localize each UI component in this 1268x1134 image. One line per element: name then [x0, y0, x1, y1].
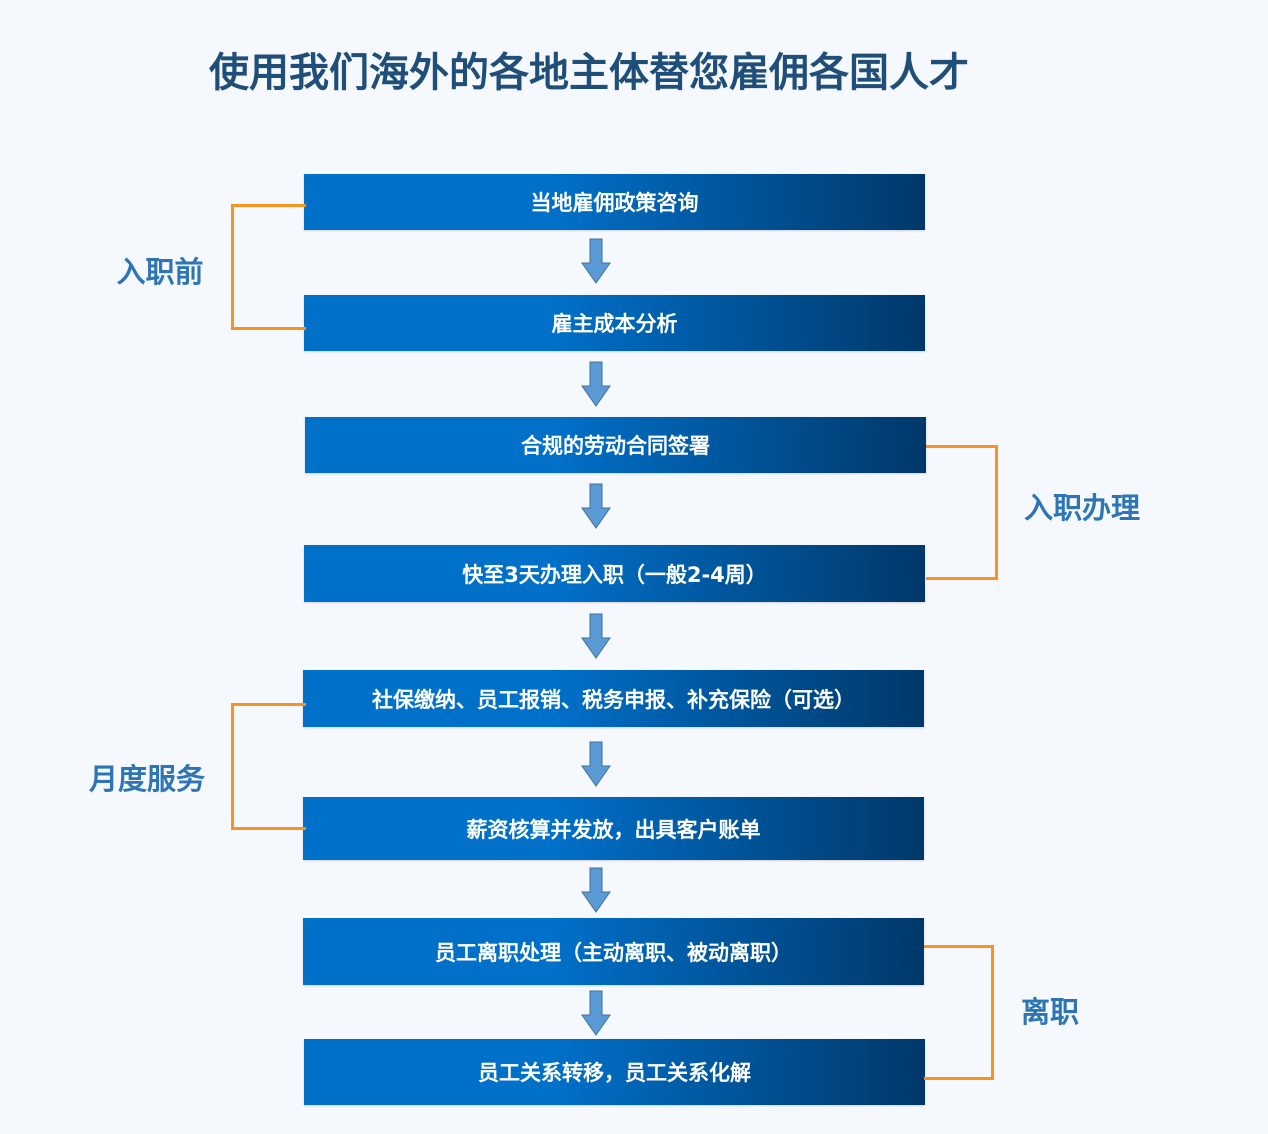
step-2: 雇主成本分析 [304, 295, 925, 351]
phase-label-monthly: 月度服务 [88, 762, 206, 796]
bracket-offboarding [924, 945, 994, 1080]
bracket-pre-onboarding [231, 204, 306, 330]
step-4: 快至3天办理入职（一般2-4周） [304, 545, 925, 602]
down-arrow-icon [581, 867, 611, 913]
step-8: 员工关系转移，员工关系化解 [304, 1039, 925, 1105]
down-arrow-icon [581, 238, 611, 284]
page-title: 使用我们海外的各地主体替您雇佣各国人才 [209, 50, 969, 96]
bracket-onboarding [926, 445, 998, 580]
down-arrow-icon [581, 741, 611, 787]
down-arrow-icon [581, 361, 611, 407]
bracket-monthly [231, 703, 306, 830]
step-3: 合规的劳动合同签署 [305, 417, 926, 473]
step-1: 当地雇佣政策咨询 [304, 174, 925, 230]
phase-label-offboarding: 离职 [1020, 995, 1080, 1029]
step-5: 社保缴纳、员工报销、税务申报、补充保险（可选） [303, 670, 924, 727]
phase-label-onboarding: 入职办理 [1023, 491, 1141, 525]
step-7: 员工离职处理（主动离职、被动离职） [303, 918, 924, 985]
down-arrow-icon [581, 613, 611, 659]
step-6: 薪资核算并发放，出具客户账单 [303, 797, 924, 860]
down-arrow-icon [581, 483, 611, 529]
down-arrow-icon [581, 990, 611, 1036]
phase-label-pre-onboarding: 入职前 [116, 255, 204, 289]
